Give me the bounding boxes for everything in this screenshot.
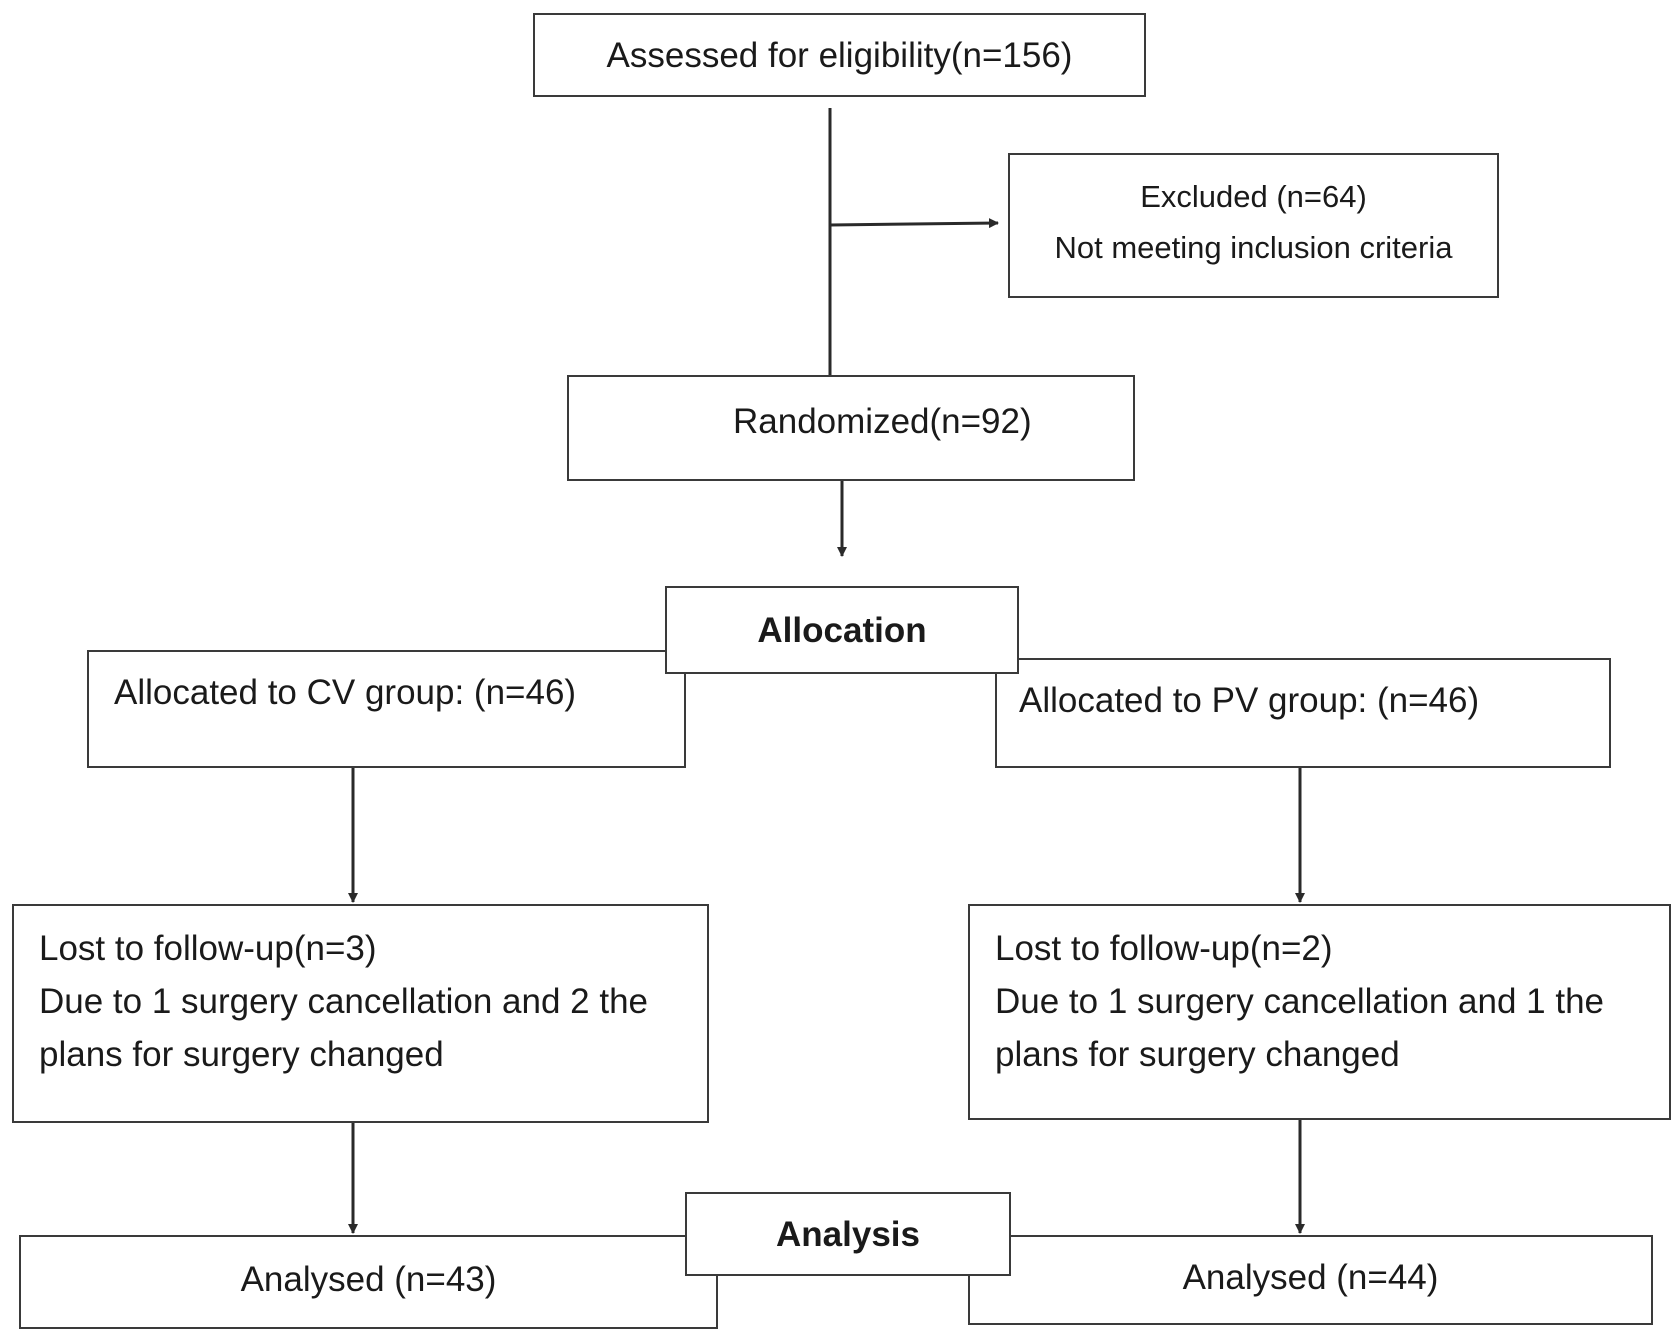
analysis-label: Analysis [776,1215,920,1254]
randomized-text: Randomized(n=92) [733,402,1032,441]
cv-followup-box: Lost to follow-up(n=3) Due to 1 surgery … [12,904,709,1123]
allocation-label: Allocation [757,611,927,650]
arrow-to-excluded [829,218,999,229]
analysis-header: Analysis [685,1192,1011,1276]
cv-lost-reason-cont: plans for surgery changed [39,1035,444,1074]
randomized-box: Randomized(n=92) [567,375,1135,481]
excluded-count: Excluded (n=64) [1140,179,1367,214]
eligibility-text: Assessed for eligibility(n=156) [606,36,1073,75]
cv-analysed-box: Analysed (n=43) [19,1235,718,1329]
pv-allocated-text: Allocated to PV group: (n=46) [1019,681,1480,720]
pv-lost-reason-cont: plans for surgery changed [995,1035,1400,1074]
pv-allocated-box: Allocated to PV group: (n=46) [995,658,1611,768]
pv-lost-count: Lost to follow-up(n=2) [995,929,1333,968]
cv-analysed-text: Analysed (n=43) [240,1260,497,1299]
pv-analysed-box: Analysed (n=44) [968,1235,1653,1325]
cv-allocated-box: Allocated to CV group: (n=46) [87,650,686,768]
pv-analysed-text: Analysed (n=44) [1182,1258,1439,1297]
cv-allocated-text: Allocated to CV group: (n=46) [114,673,577,712]
excluded-box: Excluded (n=64) Not meeting inclusion cr… [1008,153,1499,298]
cv-lost-count: Lost to follow-up(n=3) [39,929,377,968]
eligibility-box: Assessed for eligibility(n=156) [533,13,1146,97]
pv-followup-box: Lost to follow-up(n=2) Due to 1 surgery … [968,904,1671,1120]
allocation-header: Allocation [665,586,1019,674]
pv-lost-reason: Due to 1 surgery cancellation and 1 the [995,982,1604,1021]
excluded-reason: Not meeting inclusion criteria [1054,230,1453,265]
cv-lost-reason: Due to 1 surgery cancellation and 2 the [39,982,648,1021]
